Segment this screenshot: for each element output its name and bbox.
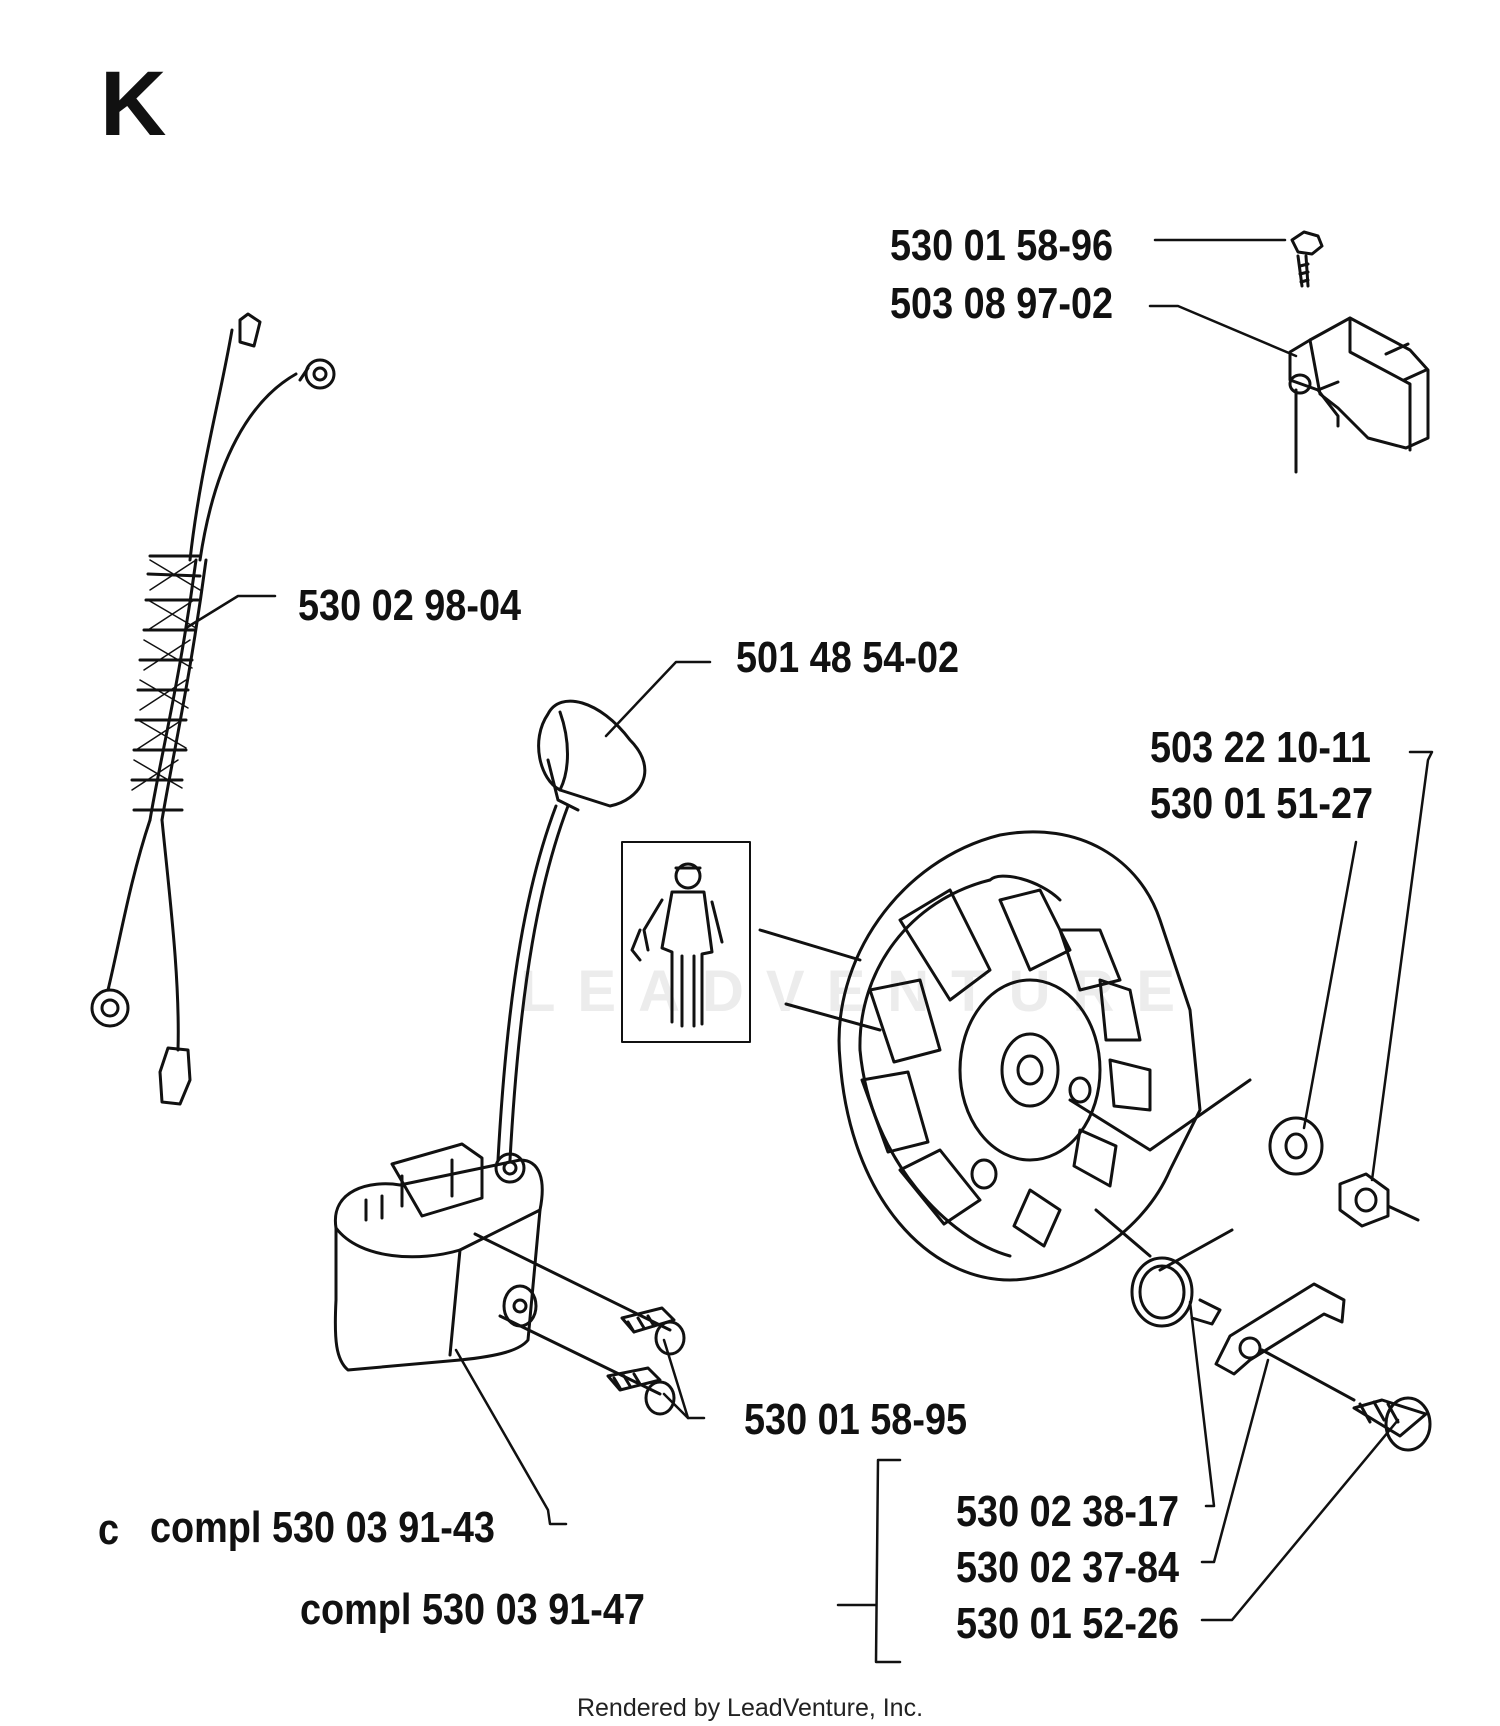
label-pawl: 530 02 37-84 — [956, 1543, 1180, 1592]
label-coil-compl-1: compl 530 03 91-43 — [150, 1503, 495, 1552]
ignition-module-drawing — [1288, 230, 1430, 474]
label-coil-compl-prefix: c — [98, 1505, 120, 1554]
ignition-coil-drawing — [333, 699, 647, 1372]
starter-pawl-drawing — [1094, 1208, 1432, 1452]
coil-screws-drawing — [473, 1232, 686, 1416]
section-letter: K — [100, 53, 167, 155]
label-screw-top: 530 01 58-96 — [890, 221, 1114, 270]
wire-harness-drawing — [90, 312, 336, 1106]
flywheel-drawing — [758, 830, 1252, 1282]
washer-nut-drawing — [1268, 1116, 1420, 1228]
label-spring: 530 02 38-17 — [956, 1487, 1180, 1536]
label-washer: 503 22 10-11 — [1150, 723, 1371, 772]
label-wire-harness: 530 02 98-04 — [298, 581, 522, 630]
footer-credit: Rendered by LeadVenture, Inc. — [576, 1694, 924, 1722]
label-ignition-module: 503 08 97-02 — [890, 279, 1114, 328]
technician-figure — [621, 841, 751, 1043]
label-spark-cap: 501 48 54-02 — [736, 633, 960, 682]
label-coil-screws: 530 01 58-95 — [744, 1395, 968, 1444]
leader-lines — [184, 238, 1434, 1664]
label-pawl-screw: 530 01 52-26 — [956, 1599, 1180, 1648]
label-nut: 530 01 51-27 — [1150, 779, 1374, 828]
label-coil-compl-2: compl 530 03 91-47 — [300, 1585, 645, 1634]
